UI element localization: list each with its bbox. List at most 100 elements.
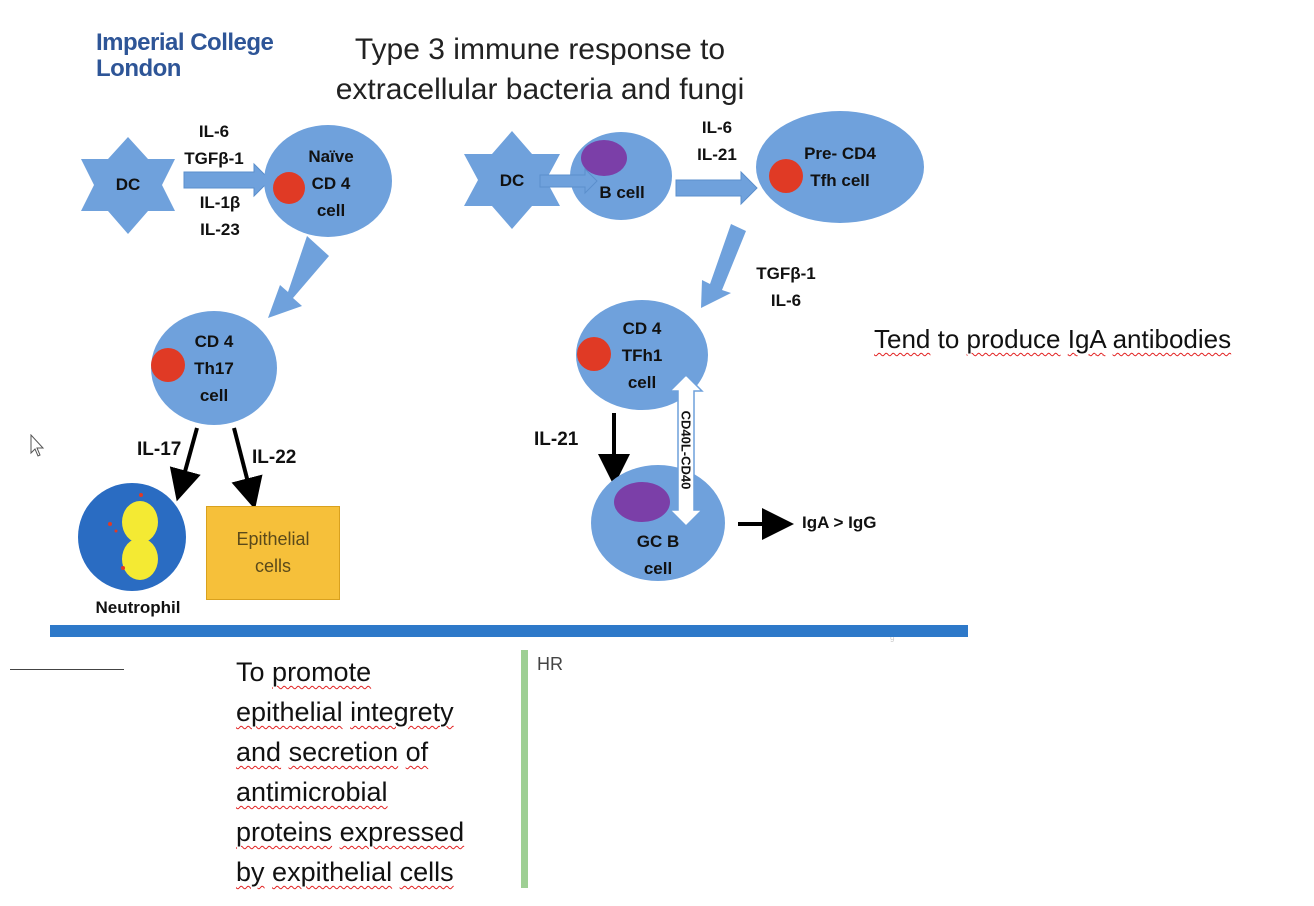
mouse-cursor-icon [30,434,45,457]
th17-line-1: CD 4 [194,332,234,351]
cytokines-bottom-left: IL-1β IL-23 [182,189,258,243]
note-word: to [937,324,960,354]
tfh1-line-3: cell [627,373,657,392]
dc-star-left [81,137,175,234]
th17-label: CD 4 Th17 cell [184,328,244,409]
slide-number-mark: 9 [890,635,895,644]
note-word: expithelial [272,857,393,887]
title-line-1: Type 3 immune response to [354,33,726,66]
pre-cd4-tfh-nucleus [769,159,803,193]
pre-cd4-tfh-label: Pre- CD4 Tfh cell [790,140,890,194]
cyto-tgfb1: TGFβ-1 [184,149,244,168]
note-word: promote [272,657,372,687]
cyto-r-tgfb1: TGFβ-1 [756,264,816,283]
il22-label: IL-22 [252,447,297,468]
note-word: integrety [350,697,454,727]
dc-star-right [464,131,560,229]
granule-3 [121,566,125,570]
comment-author-initials: HR [537,654,563,674]
th17-line-2: Th17 [194,359,234,378]
logo-line-2: London [96,55,181,82]
note-word: secretion [288,737,399,767]
b-cell-label: B cell [599,183,645,202]
granule-4 [114,529,118,533]
note-word: antimicrobial [236,777,388,807]
note-word: by [236,857,265,887]
gc-b-nucleus [614,482,670,522]
slide-title: Type 3 immune response to extracellular … [300,30,780,110]
th17-line-3: cell [199,386,229,405]
note-word: proteins [236,817,333,847]
gcb-line-2: cell [643,559,673,578]
note-word: produce [966,324,1061,354]
note-word: cells [399,857,454,887]
cyto-il6: IL-6 [198,122,230,141]
neutrophil-lobe-top [122,501,158,543]
tfh1-cell [576,300,708,410]
horizontal-rule [10,669,124,670]
cyto-r-il6b: IL-6 [770,291,802,310]
cytokines-right: IL-6 IL-21 [682,114,752,168]
note-word: epithelial [236,697,343,727]
title-line-2: extracellular bacteria and fungi [335,73,745,106]
arrow-pretfh-to-tfh1 [701,224,746,308]
note-word: IgA [1067,324,1106,354]
note-word: expressed [339,817,465,847]
note-word: To [236,657,265,687]
slide-bottom-bar [50,625,968,637]
cytokines-top-left: IL-6 TGFβ-1 [176,118,252,172]
naive-line-3: cell [316,201,346,220]
granule-1 [139,493,143,497]
tfh1-line-1: CD 4 [622,319,662,338]
naive-cd4-nucleus [273,172,305,204]
note-word: and [236,737,282,767]
dc-right-label: DC [499,171,525,190]
comment-margin-bar [521,650,528,888]
neutrophil-lobe-bottom [122,538,158,580]
granule-2 [108,522,112,526]
pre-line-1: Pre- CD4 [804,144,876,163]
cyto-il23: IL-23 [200,220,240,239]
tfh1-label: CD 4 TFh1 cell [612,315,672,396]
b-cell-nucleus [581,140,627,176]
naive-line-1: Naïve [308,147,354,166]
th17-cell [151,311,277,425]
gcb-line-1: GC B [636,532,680,551]
iga-output-label: IgA > IgG [802,513,877,532]
pre-cd4-tfh-cell [756,111,924,223]
pre-line-2: Tfh cell [810,171,870,190]
arrow-naive-to-th17 [268,236,329,318]
arrow-dc-to-bcell [539,167,598,195]
note-word: Tend [874,324,931,354]
epithelial-cells-box: Epithelial cells [206,506,340,600]
cyto-r-il21: IL-21 [697,145,737,164]
note-iga: Tend to produce IgA antibodies [874,324,1231,355]
arrow-cd40l-cd40 [668,373,704,528]
cyto-r-il6: IL-6 [701,118,733,137]
cyto-il1b: IL-1β [199,193,241,212]
arrow-dc-to-naive [183,162,271,198]
naive-cd4-label: Naïve CD 4 cell [296,143,366,224]
il17-label: IL-17 [137,439,182,460]
il21-label: IL-21 [534,429,579,450]
neutrophil-label: Neutrophil [95,598,181,617]
tfh1-nucleus [577,337,611,371]
institution-logo: Imperial College London [96,29,274,82]
th17-nucleus [151,348,185,382]
cytokines-tgf-right: TGFβ-1 IL-6 [748,260,824,314]
gc-b-label: GC B cell [628,528,688,582]
arrow-bcell-to-pretfh [675,170,758,206]
arrow-il17 [169,427,201,502]
note-word: antibodies [1112,324,1232,354]
epithelial-line-2: cells [254,556,291,576]
arrow-il22 [231,427,263,510]
note-epithelial: To promote epithelial integrety and secr… [236,652,506,892]
epithelial-line-1: Epithelial [236,529,310,549]
cd40l-cd40-label: CD40L-CD40 [678,410,694,490]
note-word: of [405,737,429,767]
dc-left-label: DC [115,175,141,194]
tfh1-line-2: TFh1 [621,346,663,365]
logo-line-1: Imperial College [96,29,274,56]
naive-line-2: CD 4 [311,174,351,193]
